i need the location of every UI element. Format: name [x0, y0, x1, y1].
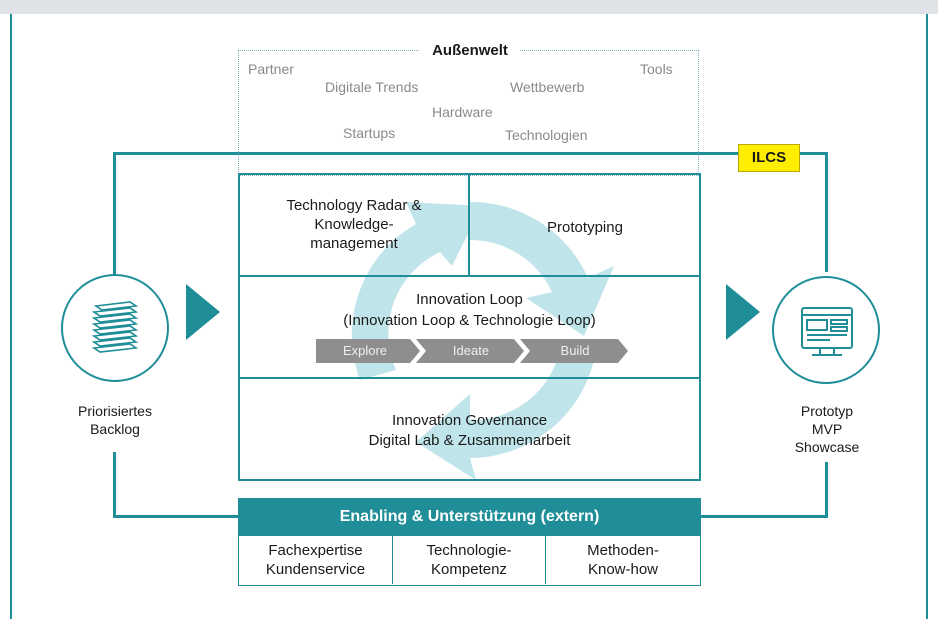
- cell-technology: Technologie- Kompetenz: [393, 536, 545, 584]
- step-explore-shape: [316, 339, 420, 363]
- cell-expertise-line-1: Fachexpertise: [268, 542, 363, 559]
- cell-expertise-line-2: Kundenservice: [265, 561, 366, 578]
- enabling-header: Enabling & Unterstützung (extern): [238, 498, 701, 536]
- right-arrow-icon: [726, 284, 760, 340]
- governance-line-1: Innovation Governance: [391, 412, 548, 429]
- radar-line-3: management: [310, 235, 398, 252]
- cell-divider-1: [392, 536, 393, 584]
- right-edge-line: [926, 14, 928, 619]
- cell-technology-line-2: Kompetenz: [431, 561, 507, 578]
- dashboard-screen-icon: [801, 307, 853, 356]
- radar-line-1: Technology Radar &: [286, 197, 422, 214]
- backlog-label: Priorisiertes Backlog: [50, 402, 180, 438]
- loop-line-bottom-right: [700, 515, 828, 518]
- left-arrow-icon: [186, 284, 220, 340]
- outside-word-hardware: Hardware: [432, 104, 493, 120]
- outside-word-digital-trends: Digitale Trends: [325, 79, 419, 95]
- cell-methods-line-1: Methoden-: [587, 542, 659, 559]
- stacked-papers-icon: [91, 301, 139, 353]
- step-ideate-shape: [416, 339, 524, 363]
- step-build: Build: [560, 343, 590, 358]
- cycle-arrows-icon: [351, 201, 614, 480]
- loop-line-left-up: [113, 152, 116, 276]
- outside-word-partner: Partner: [248, 61, 294, 77]
- loop-line-top-right: [800, 152, 827, 155]
- core-divider-vertical: [468, 173, 470, 277]
- left-edge-line: [10, 14, 12, 619]
- outside-word-startups: Startups: [343, 125, 396, 141]
- prototype-label-line-1: Prototyp: [800, 403, 854, 419]
- cell-methods: Methoden- Know-how: [546, 536, 700, 584]
- backlog-label-line-2: Backlog: [90, 421, 140, 437]
- cell-methods-line-2: Know-how: [587, 561, 659, 578]
- step-explore: Explore: [342, 343, 388, 358]
- backlog-label-line-1: Priorisiertes: [78, 403, 152, 419]
- top-bar: [0, 0, 938, 14]
- prototype-label-line-2: MVP: [811, 421, 843, 437]
- step-build-shape: [520, 339, 628, 363]
- cell-divider-2: [545, 536, 546, 584]
- loop-line-bottom-left: [113, 515, 239, 518]
- outside-title: Außenwelt: [420, 42, 520, 59]
- radar-label: Technology Radar & Knowledge- management: [250, 196, 458, 253]
- loop-line-right-up: [825, 152, 828, 272]
- outside-word-technologies: Technologien: [505, 127, 588, 143]
- step-ideate: Ideate: [452, 343, 490, 358]
- prototype-label-line-3: Showcase: [794, 439, 860, 455]
- loop-subtitle: (Innovation Loop & Technologie Loop): [343, 312, 596, 329]
- loop-title: Innovation Loop: [416, 291, 523, 308]
- backlog-circle: [61, 274, 169, 382]
- outside-word-competition: Wettbewerb: [510, 79, 585, 95]
- radar-line-2: Knowledge-: [314, 216, 394, 233]
- prototype-label: Prototyp MVP Showcase: [762, 402, 892, 456]
- core-divider-2: [238, 377, 701, 379]
- process-steps: [316, 339, 628, 363]
- governance-line-2: Digital Lab & Zusammenarbeit: [368, 432, 571, 449]
- ilcs-badge: ILCS: [738, 144, 800, 172]
- prototype-circle: [772, 276, 880, 384]
- outside-word-tools: Tools: [640, 61, 673, 77]
- loop-line-right-down: [825, 462, 828, 518]
- cell-technology-line-1: Technologie-: [426, 542, 512, 559]
- loop-line-left-down: [113, 452, 116, 518]
- loop-line-top: [114, 152, 740, 155]
- prototyping-label: Prototyping: [547, 219, 623, 236]
